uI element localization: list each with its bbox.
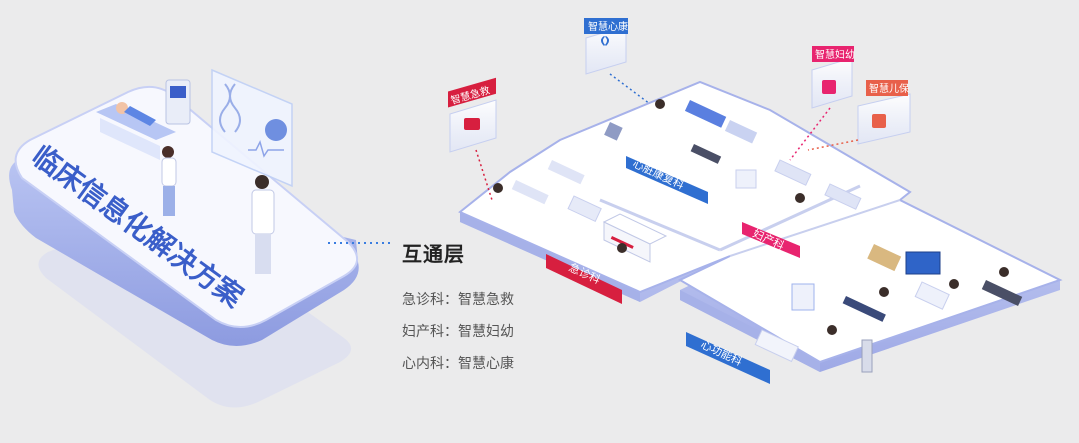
cf-workstation	[914, 281, 950, 310]
room-divider-3	[729, 199, 901, 257]
ambulance-icon	[464, 118, 480, 130]
hero-top	[14, 85, 358, 328]
brain-icon	[265, 119, 287, 141]
nurse-head	[162, 146, 174, 158]
bed-mattress	[96, 104, 176, 140]
badge-smart-child-label: 智慧儿保	[869, 82, 909, 95]
doctor-head	[255, 175, 269, 189]
doctor-coat	[251, 189, 275, 235]
monitor-screen	[170, 86, 186, 98]
ob-cabinet	[735, 169, 757, 189]
badge-smart-child: 智慧儿保	[857, 80, 911, 145]
reception-desk	[754, 329, 799, 363]
person-1	[493, 183, 503, 193]
rehab-bed	[684, 100, 727, 128]
rehab-bike	[604, 122, 623, 141]
heart-icon	[601, 36, 609, 46]
rehab-equipment-2	[724, 119, 758, 144]
badge-emergency-link	[475, 149, 493, 201]
person-5	[879, 287, 889, 297]
person-6	[949, 279, 959, 289]
cf-monitor-wall	[905, 251, 941, 275]
badge-child-link	[807, 139, 859, 151]
hero-illustration	[96, 68, 293, 274]
dept-cardio-function-label: 心功能科	[699, 337, 745, 368]
nurse-body	[161, 157, 177, 187]
hospital-bed	[100, 118, 160, 160]
badge-smart-maternal: 智慧妇幼	[811, 46, 855, 109]
interop-layer-legend: 互通层 急诊科：智慧急救 妇产科：智慧妇幼 心内科：智慧心康	[402, 238, 582, 385]
hologram-panel	[211, 68, 293, 188]
person-7	[999, 267, 1009, 277]
badge-smart-maternal-label: 智慧妇幼	[815, 48, 855, 61]
person-2	[617, 243, 627, 253]
hospital-floor	[458, 80, 1063, 372]
info-board	[791, 283, 815, 311]
dna-icon	[219, 83, 241, 133]
interop-item-heart: 心内科：智慧心康	[402, 356, 514, 372]
room-divider-1	[599, 198, 721, 252]
mother-child-icon	[822, 80, 836, 94]
child-care-icon	[872, 114, 886, 128]
er-bed-2	[547, 160, 585, 185]
treadmill-1	[690, 144, 722, 164]
doctor-legs	[255, 234, 271, 274]
person-4	[795, 193, 805, 203]
treadmill-2	[981, 280, 1023, 306]
hero-platform	[9, 85, 359, 408]
ecg-line-icon	[248, 139, 284, 158]
badge-smart-heart-label: 智慧心康	[588, 20, 628, 33]
person-3	[655, 99, 665, 109]
patient-body	[124, 106, 156, 126]
ob-bed-1	[774, 159, 812, 186]
kiosk	[861, 339, 873, 373]
er-desk	[567, 195, 602, 223]
badge-maternal-link	[789, 107, 831, 161]
badge-heart-link	[609, 73, 651, 105]
ambulance-stripe	[610, 235, 634, 249]
room-equipment	[493, 99, 1023, 373]
interop-layer-title: 互通层	[402, 242, 465, 266]
person-8	[827, 325, 837, 335]
er-bed-1	[511, 180, 549, 205]
badge-smart-emergency: 智慧急救	[448, 77, 497, 153]
interop-item-emergency: 急诊科：智慧急救	[402, 292, 514, 308]
waiting-bench	[842, 295, 886, 322]
badge-smart-heart: 智慧心康	[584, 18, 628, 75]
nurse-legs	[163, 186, 175, 216]
interop-item-maternal: 妇产科：智慧妇幼	[402, 324, 514, 340]
ob-bed-2	[824, 183, 862, 210]
cf-desk	[867, 243, 902, 272]
